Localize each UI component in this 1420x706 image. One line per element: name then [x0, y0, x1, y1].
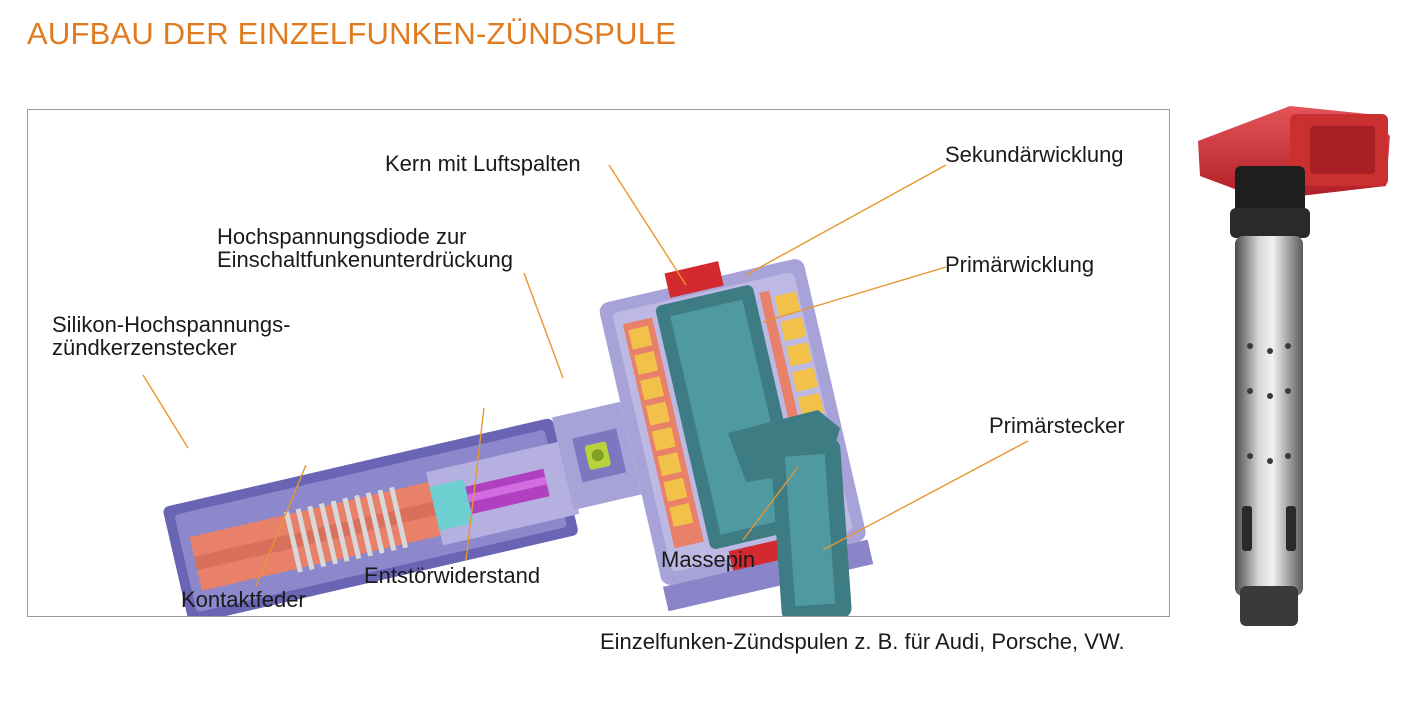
cutaway-illustration [142, 164, 1029, 616]
page-title: AUFBAU DER EINZELFUNKEN-ZÜNDSPULE [27, 16, 677, 51]
leader-core [608, 164, 687, 286]
rubber-seal-top [664, 261, 724, 298]
label-primary-connector: Primärstecker [989, 413, 1125, 438]
resistor-holder [429, 478, 474, 531]
label-primary-winding: Primärwicklung [945, 252, 1095, 277]
leader-primary [762, 266, 947, 323]
coil-cutaway-diagram: Kern mit Luftspalten Sekundärwicklung Ho… [27, 109, 1170, 617]
leader-resistor [465, 407, 485, 561]
product-shaft [1235, 236, 1303, 596]
label-core: Kern mit Luftspalten [385, 151, 581, 176]
leader-silicone [142, 374, 189, 449]
leader-spring [255, 464, 307, 587]
label-suppression-resistor: Entstörwiderstand [364, 563, 541, 588]
leader-primary-connector [822, 440, 1029, 551]
label-diode-line1: Hochspannungsdiode zur [217, 224, 467, 249]
label-ground-pin: Massepin [661, 547, 756, 572]
primary-winding-left [628, 325, 694, 527]
primary-connector [728, 410, 852, 616]
contact-spring [283, 486, 409, 573]
leader-lines [142, 164, 1029, 587]
label-silicone-line1: Silikon-Hochspannungs- [52, 312, 291, 337]
label-diode-line2: Einschaltfunkenunterdrückung [217, 247, 513, 272]
leader-secondary [745, 164, 947, 276]
label-silicone-line2: zündkerzenstecker [52, 335, 237, 360]
label-secondary-winding: Sekundärwicklung [945, 142, 1124, 167]
product-photo [1198, 106, 1390, 626]
leader-ground-pin [742, 466, 799, 541]
label-contact-spring: Kontaktfeder [181, 587, 306, 612]
figure-caption: Einzelfunken-Zündspulen z. B. für Audi, … [600, 629, 1125, 654]
leader-diode [523, 272, 564, 379]
